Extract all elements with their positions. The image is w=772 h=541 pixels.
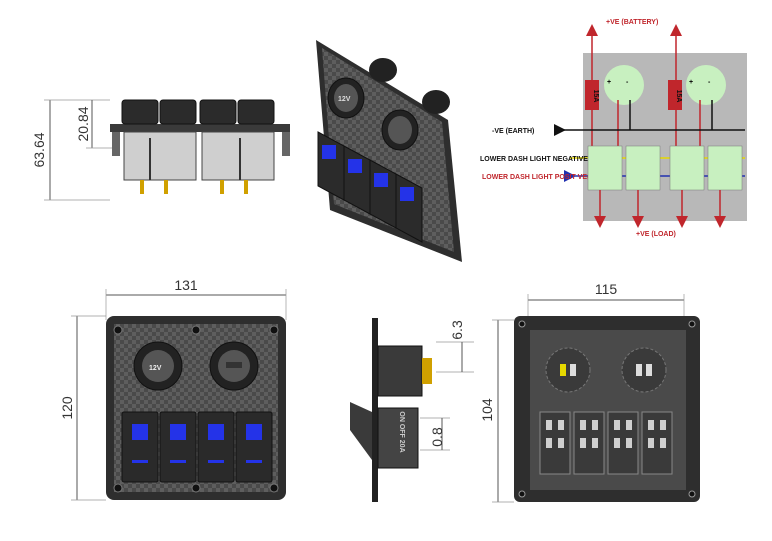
plus-sign-1: + [607,79,611,86]
dim-profile-depth: 6.3 [449,320,465,340]
front-socket-label: 12V [149,365,162,372]
negative-label: LOWER DASH LIGHT NEGATIVE(-) [480,156,595,163]
positive-label: LOWER DASH LIGHT POSIT VE(+) [482,174,596,181]
side-view: 63.64 20.84 [31,99,290,201]
iso-socket-label: 12V [338,96,351,103]
fuse-label-1: 15A [592,90,599,103]
plus-sign-2: + [689,79,693,86]
dim-front-width: 131 [174,277,198,293]
dim-side-inner-height: 20.84 [75,106,91,141]
back-view: 115 104 [479,281,700,503]
rocker-markings: ON OFF 20A [398,411,405,452]
minus-sign-1: - [626,79,629,86]
dim-front-height: 120 [59,396,75,420]
isometric-view: 12V [316,40,462,262]
profile-view: 6.3 ON OFF 20A 0.8 [350,318,474,502]
front-view: 131 120 12V [59,277,287,501]
minus-sign-2: - [708,79,711,86]
battery-label: +VE (BATTERY) [606,19,658,26]
dim-profile-thickness: 0.8 [429,427,445,447]
load-label: +VE (LOAD) [636,231,676,238]
dim-back-width: 115 [595,281,618,297]
fuse-label-2: 15A [675,90,682,103]
wiring-diagram: +VE (BATTERY) 15A 15A + - + - -VE (EARTH… [480,19,747,238]
dim-side-height: 63.64 [31,132,47,167]
dim-back-height: 104 [479,398,495,422]
earth-label: -VE (EARTH) [492,128,534,135]
